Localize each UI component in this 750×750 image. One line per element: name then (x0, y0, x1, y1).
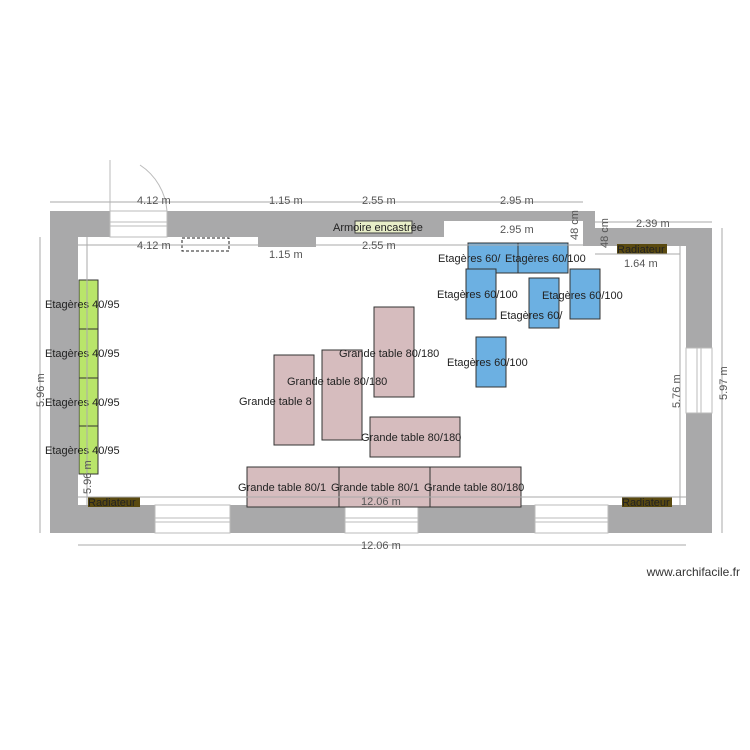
shelf-60-100-label: Etagères 60/100 (437, 289, 518, 301)
dimension-labels: 4.12 m 1.15 m 2.55 m 2.95 m 2.39 m 4.12 … (35, 195, 730, 552)
shelf-60-100[interactable] (475, 336, 507, 388)
shelf-60-100[interactable] (517, 242, 569, 274)
dim-top-a: 4.12 m (137, 195, 171, 207)
shelf-60-100[interactable] (467, 242, 519, 274)
dim-inner-c: 2.55 m (362, 240, 396, 252)
radiator[interactable] (88, 497, 140, 507)
dim-step-1: 48 cm (569, 210, 581, 240)
grande-table-label: Grande table 80/180 (287, 376, 387, 388)
credit-text: www.archifacile.fr (646, 565, 740, 579)
radiators: Radiateur Radiateur Radiateur (88, 244, 672, 509)
radiator[interactable] (617, 244, 667, 254)
dim-inner-b: 1.15 m (269, 249, 303, 261)
shelf-40-95-label: Etagères 40/95 (45, 299, 120, 311)
dim-top-e: 2.39 m (636, 218, 670, 230)
dim-left-inner: 5.96 m (82, 460, 94, 494)
shelf-40-95-label: Etagères 40/95 (45, 445, 120, 457)
dim-inner-e: 1.64 m (624, 258, 658, 270)
armoire-label: Armoire encastrée (333, 222, 423, 234)
shelf-40-95[interactable] (78, 425, 99, 475)
dim-inner-a: 4.12 m (137, 240, 171, 252)
shelf-60-100[interactable] (528, 277, 560, 329)
radiator-label: Radiateur (622, 497, 670, 509)
dim-step-2: 48 cm (599, 218, 611, 248)
radiator-label: Radiateur (617, 244, 665, 256)
grande-table-label: Grande table 80/1 (331, 482, 419, 494)
grande-table[interactable] (429, 466, 522, 508)
windows (109, 160, 713, 534)
grande-table-label: Grande table 80/180 (339, 348, 439, 360)
grande-table-label: Grande table 80/180 (424, 482, 524, 494)
shelf-60-100[interactable] (569, 268, 601, 320)
grande-table[interactable] (373, 306, 415, 398)
shelf-60-100-label: Etagères 60/ (500, 310, 563, 322)
shelf-40-95-label: Etagères 40/95 (45, 397, 120, 409)
grande-table[interactable] (369, 416, 461, 458)
dim-bottom-inner: 12.06 m (361, 496, 401, 508)
dim-left-outer: 5.96 m (35, 373, 47, 407)
shelf-60-100-label: Etagères 60/ (438, 253, 501, 265)
radiator-label: Radiateur (88, 497, 136, 509)
armoire[interactable]: Armoire encastrée (333, 220, 423, 234)
dim-top-d: 2.95 m (500, 195, 534, 207)
shelf-60-100-label: Etagères 60/100 (542, 290, 623, 302)
dim-inner-d: 2.95 m (500, 224, 534, 236)
grande-table[interactable] (321, 349, 363, 441)
furniture (78, 242, 601, 508)
dimension-lines (39, 201, 723, 546)
shelf-40-95-label: Etagères 40/95 (45, 348, 120, 360)
dim-right-inner: 5.76 m (671, 374, 683, 408)
shelf-60-100-label: Etagères 60/100 (505, 253, 586, 265)
grande-table-label: Grande table 80/1 (238, 482, 326, 494)
dim-top-b: 1.15 m (269, 195, 303, 207)
shelf-60-100[interactable] (465, 268, 497, 320)
grande-table-label: Grande table 80/180 (361, 432, 461, 444)
dim-bottom-outer: 12.06 m (361, 540, 401, 552)
radiator[interactable] (622, 497, 672, 507)
dim-right-outer: 5.97 m (718, 366, 730, 400)
grande-table[interactable] (273, 354, 315, 446)
grande-table[interactable] (338, 466, 431, 508)
grande-table-label: Grande table 8 (239, 396, 312, 408)
dim-top-c: 2.55 m (362, 195, 396, 207)
shelf-60-100-label: Etagères 60/100 (447, 357, 528, 369)
